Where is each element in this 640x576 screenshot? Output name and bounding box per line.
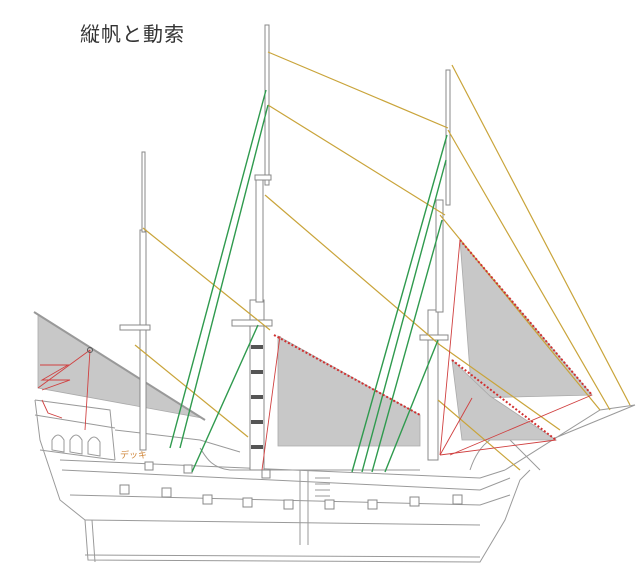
main-staysail xyxy=(277,335,421,447)
deck-label: デッキ xyxy=(120,449,147,461)
gun-ports xyxy=(119,461,463,510)
diagram-title: 縦帆と動索 xyxy=(80,22,185,46)
stern-windows xyxy=(51,434,101,457)
mizzen-mast xyxy=(139,229,147,451)
masts xyxy=(119,24,451,471)
hull xyxy=(34,399,636,563)
fore-mast xyxy=(427,309,439,461)
sails xyxy=(33,238,593,447)
running-rigging-green xyxy=(169,89,448,473)
running-rigging-yellow xyxy=(134,51,631,471)
sheet-lines-red xyxy=(37,239,593,471)
